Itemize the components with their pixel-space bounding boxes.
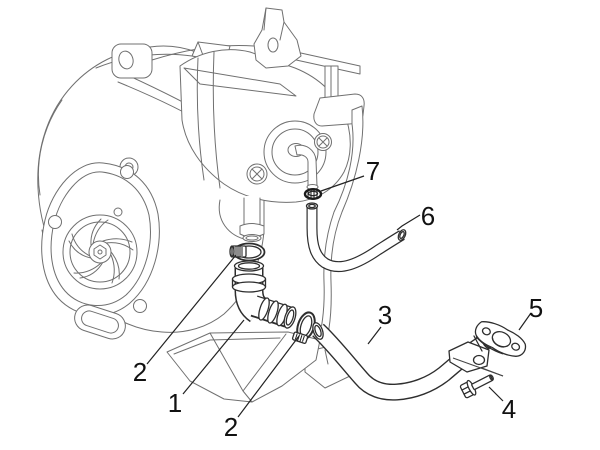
callout-number-2: 2	[224, 412, 238, 442]
callout-leader-4	[488, 386, 504, 402]
exploded-parts	[229, 187, 527, 401]
belly-panel	[166, 331, 321, 403]
outlet-flange-part-5	[474, 321, 527, 357]
phillips-screw-icon	[246, 163, 268, 185]
small-hose-clamp-part-7	[303, 187, 323, 201]
callout-number-4: 4	[502, 394, 516, 424]
top-bracket	[253, 7, 302, 69]
water-pump-impeller	[62, 214, 138, 290]
callout-number-2: 2	[133, 357, 147, 387]
phillips-screw-icon	[314, 133, 332, 151]
callout-leader-6	[396, 214, 421, 231]
callout-leader-2	[237, 335, 300, 418]
flange-bolt-part-4	[459, 374, 494, 399]
callout-number-6: 6	[421, 201, 435, 231]
callout-leader-7	[320, 175, 365, 192]
breather-hose-part-6	[305, 202, 407, 273]
callout-number-1: 1	[168, 388, 182, 418]
elbow-fitting-part-1	[231, 260, 297, 329]
engine-outlet-port	[239, 196, 265, 242]
hose-clamp-part-2-upper	[229, 242, 266, 262]
secondary-air-valve-housing	[246, 120, 332, 190]
callout-leader-3	[367, 326, 382, 345]
callout-leader-2	[146, 254, 237, 365]
engine-assembly	[37, 7, 365, 403]
callout-leader-1	[182, 319, 245, 395]
callout-number-3: 3	[378, 300, 392, 330]
callout-number-5: 5	[529, 293, 543, 323]
pump-cover-slot	[74, 304, 126, 340]
callout-number-7: 7	[366, 156, 380, 186]
mounting-brackets	[253, 7, 365, 389]
main-hose-part-3	[312, 322, 492, 401]
bolt-position-pointer-line	[481, 367, 504, 377]
callout-leader-5	[518, 312, 532, 331]
